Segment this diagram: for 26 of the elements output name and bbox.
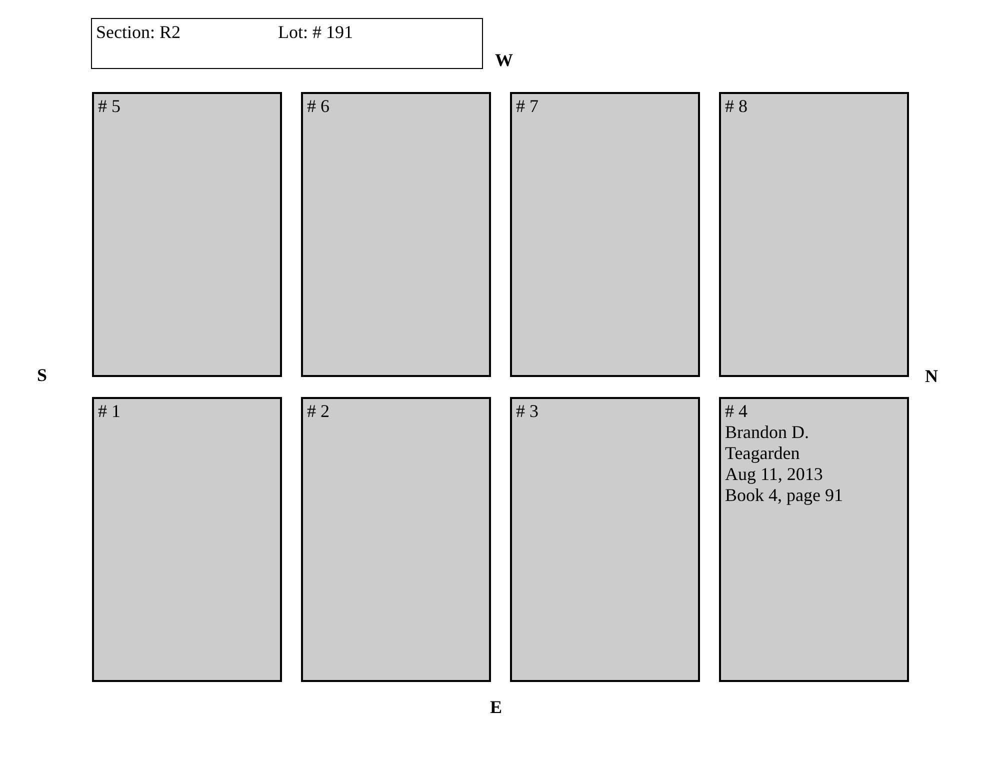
plot-number: # 6 [307, 96, 330, 117]
plot-number: # 4 [725, 401, 748, 422]
compass-label: E [490, 697, 502, 718]
plot-note: Book 4, page 91 [725, 485, 844, 506]
plot-note: Aug 11, 2013 [725, 464, 824, 485]
plot-number: # 5 [98, 96, 122, 117]
compass-label: S [37, 365, 48, 386]
plot-box [510, 92, 700, 377]
plot-box [301, 397, 491, 682]
plot-number: # 8 [725, 96, 748, 117]
plot-note: Brandon D. Teagarden [725, 422, 810, 464]
compass-label: N [925, 366, 938, 387]
header-text: Lot: # 191 [278, 22, 353, 43]
plot-box [92, 397, 282, 682]
plot-box [510, 397, 700, 682]
plot-box [92, 92, 282, 377]
compass-label: W [495, 50, 513, 71]
plot-number: # 2 [307, 401, 330, 422]
plot-box [719, 92, 909, 377]
header-box [91, 18, 483, 69]
header-text: Section: R2 [96, 22, 182, 43]
plot-box [719, 397, 909, 682]
plot-number: # 1 [98, 401, 122, 422]
plot-number: # 7 [516, 96, 540, 117]
plot-box [301, 92, 491, 377]
plot-number: # 3 [516, 401, 540, 422]
